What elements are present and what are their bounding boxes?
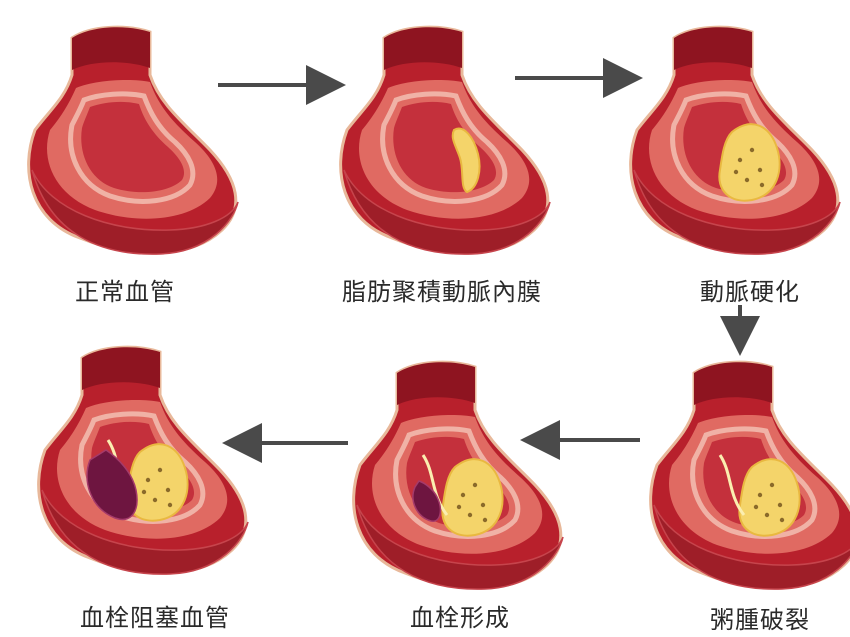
plaque-particle (778, 503, 782, 507)
vessel-rupture (651, 362, 850, 589)
plaque-particle (142, 490, 146, 494)
plaque-particle (166, 488, 170, 492)
plaque-particle (750, 148, 754, 152)
plaque-particle (468, 513, 472, 517)
label-rupture: 粥腫破裂 (640, 600, 850, 635)
plaque-particle (760, 183, 764, 187)
plaque-particle (734, 170, 738, 174)
plaque-particle (765, 513, 769, 517)
plaque-particle (758, 493, 762, 497)
plaque-particle (738, 158, 742, 162)
plaque-particle (483, 518, 487, 522)
plaque-particle (770, 483, 774, 487)
vessel-occlusion (39, 347, 248, 574)
label-normal: 正常血管 (5, 272, 245, 307)
vessel-thrombus (354, 362, 563, 589)
fatty-plaque (739, 459, 799, 536)
fatty-plaque (442, 459, 502, 536)
plaque-particle (745, 178, 749, 182)
plaque-particle (146, 478, 150, 482)
plaque-particle (158, 468, 162, 472)
plaque-particle (780, 518, 784, 522)
label-thrombus: 血栓形成 (340, 598, 580, 633)
plaque-particle (758, 168, 762, 172)
label-sclerosis: 動脈硬化 (630, 272, 850, 307)
plaque-particle (481, 503, 485, 507)
vessel-fat-deposit (341, 27, 550, 254)
vessel-sclerosis (631, 27, 840, 254)
plaque-particle (153, 498, 157, 502)
label-occlusion: 血栓阻塞血管 (35, 598, 275, 633)
label-fat-deposit: 脂肪聚積動脈內膜 (322, 272, 562, 307)
fatty-plaque (719, 124, 779, 201)
plaque-particle (168, 503, 172, 507)
plaque-particle (461, 493, 465, 497)
plaque-particle (457, 505, 461, 509)
vessel-normal (29, 27, 238, 254)
plaque-particle (754, 505, 758, 509)
plaque-particle (473, 483, 477, 487)
